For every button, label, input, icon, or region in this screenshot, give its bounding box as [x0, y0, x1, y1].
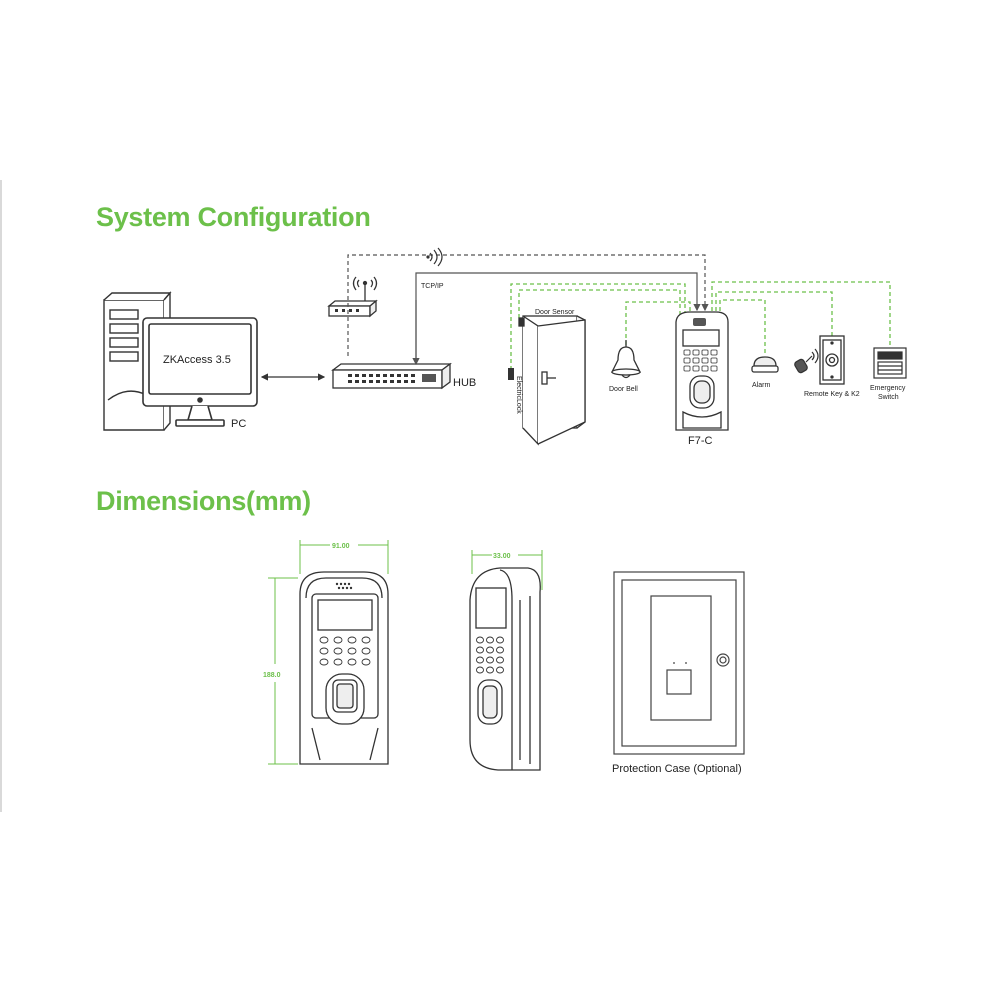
side-depth-value: 33.00	[493, 553, 511, 560]
remote-key-label: Remote Key & K2	[804, 391, 860, 398]
protection-case-label: Protection Case (Optional)	[612, 763, 742, 775]
front-width-value: 91.00	[332, 543, 350, 550]
page-edge-line	[0, 180, 2, 812]
wifi-signal-icon	[426, 247, 443, 267]
height-value: 188.0	[263, 672, 281, 679]
hub-device	[331, 362, 452, 390]
side-depth-dimension	[471, 550, 543, 590]
tcpip-label: TCP/IP	[421, 283, 444, 290]
wireless-link	[347, 254, 709, 356]
electric-lock	[508, 368, 514, 380]
protection-case	[613, 571, 745, 755]
emergency-switch-icon	[873, 347, 907, 379]
hub-label: HUB	[453, 377, 476, 389]
alarm-label: Alarm	[752, 382, 770, 389]
height-dimension	[268, 577, 298, 765]
front-view-device	[299, 571, 389, 765]
pc-monitor	[142, 317, 258, 427]
door	[518, 315, 586, 446]
accessory-wiring	[510, 281, 891, 370]
emergency-label-line1: Emergency	[870, 385, 906, 392]
device-label: F7-C	[688, 435, 713, 447]
electric-lock-label: ElectricLock	[515, 376, 522, 414]
dimensions-heading: Dimensions(mm)	[96, 486, 311, 516]
alarm-icon	[751, 356, 779, 373]
exit-button-k2	[819, 335, 845, 385]
emergency-label-line2: Switch	[878, 394, 899, 401]
pc-label: PC	[231, 418, 246, 430]
wifi-router	[327, 276, 378, 318]
f7c-device	[675, 311, 729, 431]
system-configuration-heading: System Configuration	[96, 202, 371, 232]
front-width-dimension	[299, 540, 389, 574]
door-sensor-label: Door Sensor	[535, 309, 575, 316]
door-bell-icon	[610, 340, 642, 379]
side-view-device	[469, 567, 541, 771]
monitor-text: ZKAccess 3.5	[163, 354, 231, 366]
door-bell-label: Door Bell	[609, 386, 638, 393]
remote-key-icon	[794, 348, 819, 374]
